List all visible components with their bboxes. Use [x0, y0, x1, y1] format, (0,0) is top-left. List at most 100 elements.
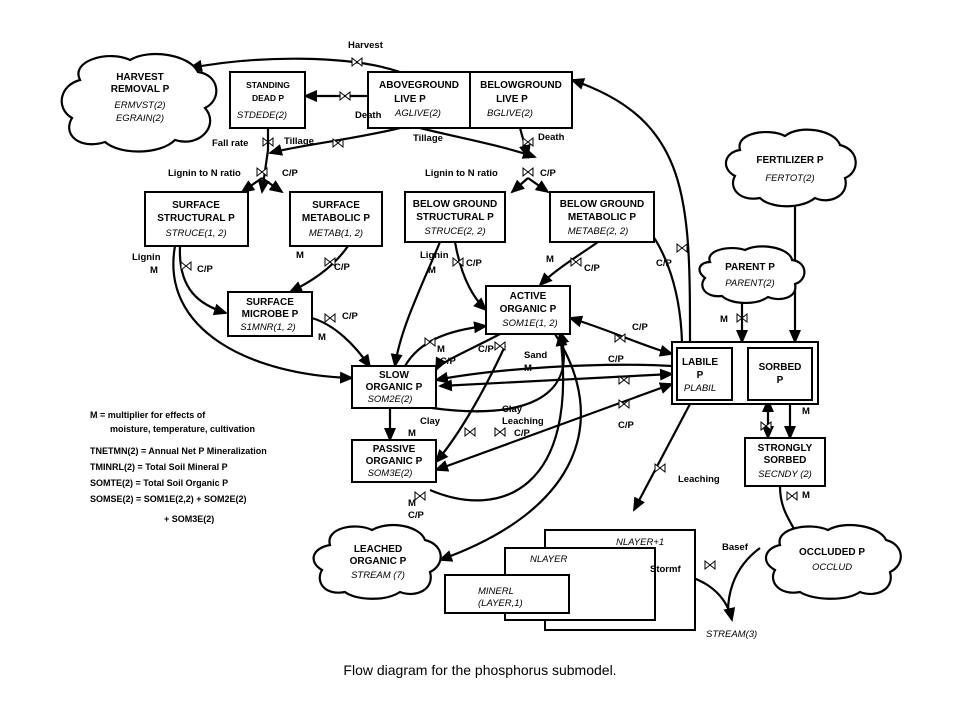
svg-text:PARENT(2): PARENT(2) — [725, 278, 774, 289]
svg-text:ORGANIC P: ORGANIC P — [366, 456, 423, 467]
svg-text:Stormf: Stormf — [650, 564, 681, 575]
svg-text:STANDING: STANDING — [246, 80, 290, 90]
flow-labels: Harvest Death Death Fall rate Tillage Ti… — [132, 40, 810, 575]
svg-text:METAB(1, 2): METAB(1, 2) — [309, 228, 363, 239]
svg-text:BELOWGROUND: BELOWGROUND — [480, 80, 562, 91]
svg-text:REMOVAL P: REMOVAL P — [111, 84, 170, 95]
svg-text:C/P: C/P — [466, 258, 483, 269]
svg-text:C/P: C/P — [478, 344, 495, 355]
svg-text:BELOW GROUND: BELOW GROUND — [560, 199, 644, 210]
svg-text:PARENT P: PARENT P — [725, 262, 775, 273]
svg-text:PASSIVE: PASSIVE — [373, 444, 416, 455]
aboveground-tillage-flow — [268, 126, 401, 156]
svg-text:P: P — [697, 370, 704, 381]
svg-text:ORGANIC P: ORGANIC P — [366, 382, 423, 393]
svg-text:HARVEST: HARVEST — [116, 72, 164, 83]
slow-organic-box: SLOW ORGANIC P SOM2E(2) — [351, 365, 437, 409]
svg-text:STRUCTURAL P: STRUCTURAL P — [157, 213, 235, 224]
svg-text:M: M — [546, 254, 554, 265]
svg-text:METABOLIC P: METABOLIC P — [568, 212, 636, 223]
standing-dead-box: STANDING DEAD P STDEDE(2) — [229, 71, 306, 129]
svg-text:M: M — [720, 314, 728, 325]
svg-text:M: M — [437, 344, 445, 355]
svg-text:M: M — [150, 265, 158, 276]
soil-layers-stack: NLAYER+1 NLAYER MINERL (LAYER,1) — [444, 529, 696, 631]
svg-text:FERTILIZER P: FERTILIZER P — [756, 155, 824, 166]
svg-text:SOM3E(2): SOM3E(2) — [368, 468, 413, 479]
svg-text:ACTIVE: ACTIVE — [510, 291, 547, 302]
svg-text:M: M — [318, 332, 326, 343]
svg-text:C/P: C/P — [584, 263, 601, 274]
parent-cloud: PARENT P PARENT(2) — [698, 245, 806, 304]
svg-text:M: M — [524, 363, 532, 374]
svg-text:STREAM (7): STREAM (7) — [351, 570, 405, 581]
svg-text:C/P: C/P — [514, 428, 531, 439]
svg-text:C/P: C/P — [608, 354, 625, 365]
svg-text:SORBED: SORBED — [759, 362, 802, 373]
occluded-cloud: OCCLUDED P OCCLUD — [764, 523, 902, 600]
svg-text:Death: Death — [355, 110, 382, 121]
svg-text:C/P: C/P — [342, 311, 359, 322]
phosphorus-flow-diagram: HARVEST REMOVAL P ERMVST(2) EGRAIN(2) FE… — [60, 40, 902, 640]
svg-text:(LAYER,1): (LAYER,1) — [478, 598, 523, 609]
surface-microbe-box: SURFACE MICROBE P S1MNR(1, 2) — [227, 291, 313, 337]
svg-text:BGLIVE(2): BGLIVE(2) — [487, 108, 533, 119]
belowground-live-box: BELOWGROUND LIVE P BGLIVE(2) — [469, 71, 573, 129]
svg-text:LABILE: LABILE — [682, 357, 718, 368]
svg-text:ABOVEGROUND: ABOVEGROUND — [379, 80, 459, 91]
svg-text:Lignin: Lignin — [420, 250, 449, 261]
svg-text:BELOW GROUND: BELOW GROUND — [413, 199, 497, 210]
svg-text:Leaching: Leaching — [678, 474, 720, 485]
svg-text:P: P — [777, 375, 784, 386]
svg-text:Harvest: Harvest — [348, 40, 384, 51]
aboveground-live-box: ABOVEGROUND LIVE P AGLIVE(2) — [367, 71, 471, 129]
svg-text:METABE(2, 2): METABE(2, 2) — [568, 226, 629, 237]
svg-text:FERTOT(2): FERTOT(2) — [765, 173, 814, 184]
svg-text:C/P: C/P — [282, 168, 299, 179]
svg-text:ERMVST(2): ERMVST(2) — [114, 100, 165, 111]
svg-text:C/P: C/P — [540, 168, 557, 179]
svg-text:SOM1E(1, 2): SOM1E(1, 2) — [502, 318, 557, 329]
svg-text:Basef: Basef — [722, 542, 749, 553]
svg-text:C/P: C/P — [656, 258, 673, 269]
harvest-removal-cloud: HARVEST REMOVAL P ERMVST(2) EGRAIN(2) — [60, 52, 218, 153]
svg-text:AGLIVE(2): AGLIVE(2) — [394, 108, 441, 119]
svg-text:SOMSE(2) = SOM1E(2,2) + SOM2E(: SOMSE(2) = SOM1E(2,2) + SOM2E(2) — [90, 494, 247, 504]
svg-text:SLOW: SLOW — [379, 370, 410, 381]
svg-text:STDEDE(2): STDEDE(2) — [237, 110, 287, 121]
svg-text:LIVE P: LIVE P — [496, 94, 528, 105]
svg-text:MICROBE P: MICROBE P — [242, 309, 299, 320]
below-structural-box: BELOW GROUND STRUCTURAL P STRUCE(2, 2) — [404, 191, 506, 243]
svg-text:METABOLIC P: METABOLIC P — [302, 213, 370, 224]
svg-text:Lignin to N ratio: Lignin to N ratio — [168, 168, 241, 179]
svg-text:EGRAIN(2): EGRAIN(2) — [116, 113, 164, 124]
svg-text:STRUCE(1, 2): STRUCE(1, 2) — [165, 228, 226, 239]
labile-sorbed-box: LABILE P PLABIL SORBED P — [671, 341, 819, 405]
leached-organic-cloud: LEACHED ORGANIC P STREAM (7) — [312, 523, 442, 600]
svg-text:C/P: C/P — [440, 356, 457, 367]
svg-text:OCCLUDED P: OCCLUDED P — [799, 547, 865, 558]
svg-text:ORGANIC P: ORGANIC P — [350, 556, 407, 567]
svg-text:SOM2E(2): SOM2E(2) — [368, 394, 413, 405]
strongly-sorbed-box: STRONGLY SORBED SECNDY (2) — [744, 437, 826, 487]
harvest-flow — [188, 57, 401, 74]
svg-text:Clay: Clay — [502, 404, 523, 415]
below-metabolic-box: BELOW GROUND METABOLIC P METABE(2, 2) — [549, 191, 655, 243]
svg-text:STRUCTURAL P: STRUCTURAL P — [416, 212, 494, 223]
svg-text:SORBED: SORBED — [764, 455, 807, 466]
svg-text:C/P: C/P — [408, 510, 425, 521]
active-organic-box: ACTIVE ORGANIC P SOM1E(1, 2) — [485, 285, 571, 335]
svg-text:LIVE P: LIVE P — [394, 94, 426, 105]
svg-text:+ SOM3E(2): + SOM3E(2) — [164, 514, 214, 524]
svg-text:MINERL: MINERL — [478, 586, 514, 597]
svg-text:C/P: C/P — [632, 322, 649, 333]
svg-text:NLAYER: NLAYER — [530, 554, 567, 565]
svg-text:ORGANIC P: ORGANIC P — [500, 304, 557, 315]
surface-metabolic-box: SURFACE METABOLIC P METAB(1, 2) — [289, 191, 383, 247]
fall-rate-flow — [257, 128, 270, 194]
svg-text:M = multiplier for effects of: M = multiplier for effects of — [90, 410, 206, 420]
svg-text:Lignin to N ratio: Lignin to N ratio — [425, 168, 498, 179]
passive-organic-box: PASSIVE ORGANIC P SOM3E(2) — [351, 439, 437, 483]
svg-text:Fall rate: Fall rate — [212, 138, 248, 149]
svg-text:SURFACE: SURFACE — [172, 200, 220, 211]
